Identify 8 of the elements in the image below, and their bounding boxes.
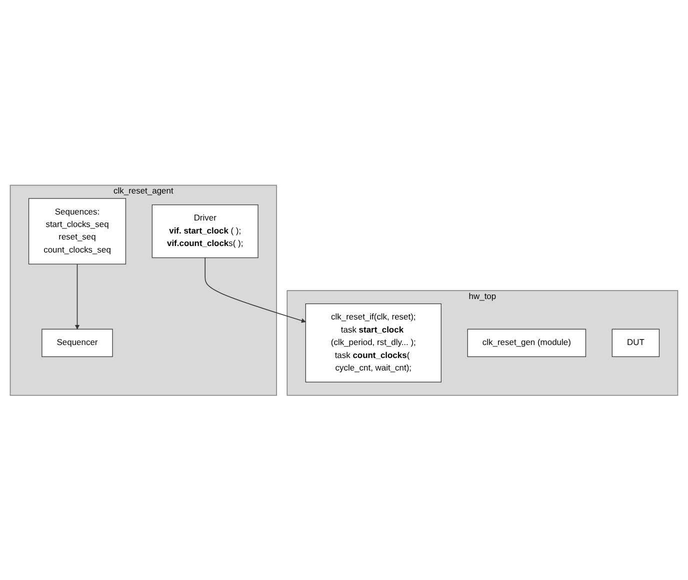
arrow <box>74 263 80 330</box>
arrow <box>204 257 306 323</box>
node-box: clk_reset_if(clk, reset); task start_clock (clk_period, rst_dly... ); task count_clocks( cycle_cnt, wait_cnt); <box>305 303 442 382</box>
node-box: DUT <box>612 328 660 357</box>
node-box: Sequences: start_clocks_seq reset_seq count_clocks_seq <box>28 198 126 264</box>
node-box: clk_reset_gen (module) <box>467 328 586 357</box>
node-box: Driver vif. start_clock ( ); vif.count_clocks( ); <box>152 204 258 258</box>
node-box: Sequencer <box>42 328 113 357</box>
